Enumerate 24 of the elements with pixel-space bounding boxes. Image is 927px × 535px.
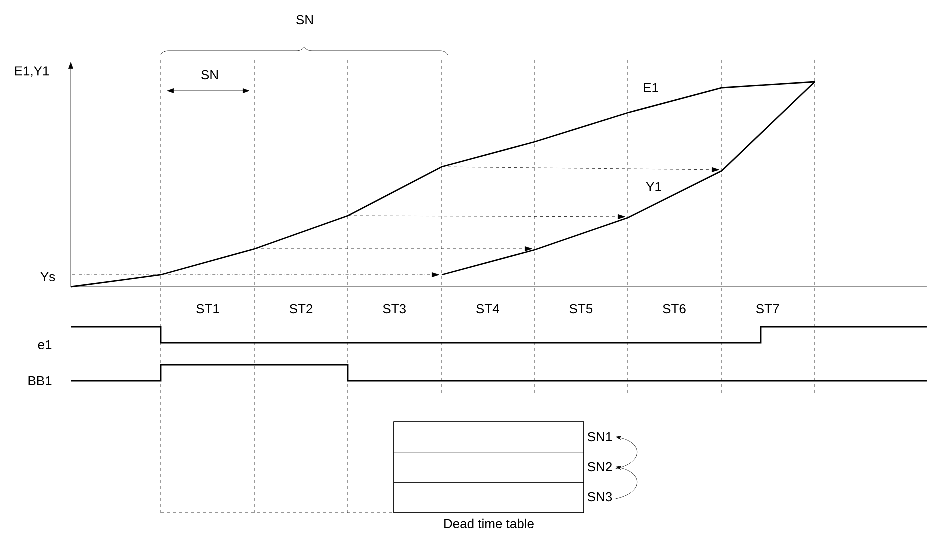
step-label: ST7 [756, 304, 780, 314]
curved-arrow [616, 436, 638, 470]
step-label: ST3 [383, 304, 406, 314]
row-label: SN2 [588, 462, 612, 472]
curve-label: E1 [644, 84, 658, 92]
curved-arrow [616, 466, 638, 500]
signal-label: BB1 [28, 376, 52, 386]
axis-label: Ys [40, 272, 56, 282]
curve-label: Y1 [646, 182, 662, 192]
table-row [394, 422, 584, 453]
table-row [394, 482, 584, 514]
table-caption: Dead time table [444, 518, 534, 528]
table-row [394, 452, 584, 483]
step-label: ST4 [476, 304, 500, 314]
brace-label: SN [296, 15, 313, 25]
signal-label: e1 [38, 340, 52, 350]
dimension-label: SN [202, 70, 218, 80]
step-label: ST1 [196, 304, 220, 314]
row-label: SN3 [588, 492, 612, 502]
step-label: ST6 [663, 304, 686, 314]
row-label: SN1 [588, 432, 612, 442]
axis-label: E1,Y1 [15, 66, 50, 78]
step-label: ST5 [570, 304, 593, 314]
step-label: ST2 [290, 304, 313, 314]
